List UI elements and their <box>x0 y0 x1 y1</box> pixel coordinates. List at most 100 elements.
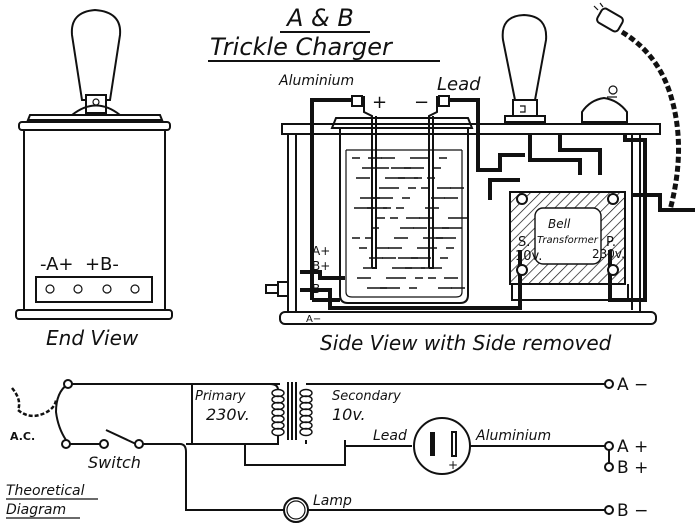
wire-b-minus <box>300 250 522 310</box>
electrolyte <box>352 157 468 289</box>
side-terminal-screw <box>265 284 279 294</box>
switch-contact-1 <box>99 439 109 449</box>
transformer-stand <box>511 284 629 301</box>
wire-lamp-2 <box>558 134 602 175</box>
secondary-coil-icon <box>299 388 313 437</box>
jar-inner <box>345 150 463 298</box>
terminal-b-minus <box>130 284 140 294</box>
wire-lamp-1 <box>528 134 582 175</box>
title: A & B Trickle Charger <box>208 4 440 62</box>
title-line2: Trickle Charger <box>210 33 394 61</box>
secondary-label: Secondary <box>332 389 401 404</box>
switch-dome-icon <box>581 96 628 123</box>
cell-lead-plate <box>430 432 435 456</box>
wire-lead <box>449 98 525 172</box>
wire-cord-exit <box>632 193 695 212</box>
transformer-terminal-bl <box>516 264 528 276</box>
switch-knob <box>608 85 618 95</box>
side-lamp-bulb-icon <box>501 13 548 101</box>
output-a-minus-label: A − <box>617 375 648 395</box>
twisted-mains-cord <box>620 29 682 211</box>
switch-contact-2 <box>134 439 144 449</box>
ac-lead-split <box>54 383 69 441</box>
lamp-icon-inner <box>286 500 306 520</box>
end-view-caption: End View <box>46 326 139 350</box>
electrode-minus-sign: − <box>414 92 429 113</box>
transformer-terminal-tr <box>607 193 619 205</box>
cell-plus-sign: + <box>448 458 458 472</box>
wire-b-plus <box>300 270 345 280</box>
ac-label: A.C. <box>10 430 35 443</box>
end-view-lid-top <box>26 114 164 121</box>
output-a-minus-terminal <box>604 379 614 389</box>
wire-mains <box>608 134 647 302</box>
electrode-plus-sign: + <box>372 92 387 113</box>
transformer-name-2: Transformer <box>537 235 599 246</box>
electrolytic-cell-icon <box>413 417 471 475</box>
ac-flex-icon <box>11 387 58 418</box>
terminal-a-minus <box>45 284 55 294</box>
primary-coil-icon <box>271 388 285 437</box>
theoretical-caption-2: Diagram <box>6 502 66 518</box>
electrode-right-label: Lead <box>437 74 481 95</box>
switch-label: Switch <box>88 453 141 472</box>
switch-blade <box>105 429 137 445</box>
terminal-b-plus <box>102 284 112 294</box>
coil-turn <box>271 427 285 437</box>
output-b-plus-label: B + <box>617 458 648 478</box>
mains-plug-icon <box>593 2 624 33</box>
output-b-minus-terminal <box>604 505 614 515</box>
end-view-lid <box>18 121 171 131</box>
secondary-volts: 10v. <box>332 405 366 424</box>
wire-aluminium <box>310 98 352 300</box>
side-lamp-filament-clip <box>520 105 526 113</box>
wire-switch-to-lamp <box>143 443 280 511</box>
side-view-caption: Side View with Side removed <box>320 331 612 355</box>
primary-label: Primary <box>195 389 246 404</box>
side-terminal-post <box>277 281 289 297</box>
lead-terminal-nut <box>438 95 450 107</box>
aluminium-terminal-nut <box>351 95 363 107</box>
aluminium-electrode-edge <box>372 116 377 269</box>
ac-node-top <box>63 379 73 389</box>
transformer-terminal-br <box>607 264 619 276</box>
wire-secondary <box>488 178 520 200</box>
transformer-terminal-tl <box>516 193 528 205</box>
output-a-plus-terminal <box>604 441 614 451</box>
side-view-base <box>279 311 657 325</box>
bell-transformer: Bell Transformer S. 10v. P. 230v. <box>509 191 629 301</box>
cell-aluminium-plate <box>451 431 457 457</box>
side-lamp-base <box>504 115 546 123</box>
transformer-name-1: Bell <box>548 217 571 231</box>
end-view: -A+ +B- End View <box>15 8 173 350</box>
cell-aluminium-label: Aluminium <box>475 428 551 444</box>
lamp-bulb-icon <box>70 8 122 101</box>
terminal-strip <box>35 276 153 303</box>
transformer-secondary-volts: 10v. <box>515 249 542 264</box>
transformer-secondary-label: S. <box>518 235 530 250</box>
primary-volts: 230v. <box>206 405 250 424</box>
lead-electrode <box>428 96 438 268</box>
lead-electrode-edge <box>429 116 434 269</box>
transformer-nameplate <box>534 207 602 265</box>
glass-jar <box>339 128 469 304</box>
theoretical-diagram: A.C. Switch Primary 230v. Secondary 10v.… <box>6 375 648 523</box>
end-view-terminal-label: -A+ +B- <box>40 254 119 275</box>
output-b-plus-terminal <box>604 462 614 472</box>
theoretical-caption-1: Theoretical <box>6 483 85 499</box>
lamp-label: Lamp <box>313 493 352 509</box>
side-terminal-b-minus: B− <box>312 282 330 296</box>
aluminium-electrode <box>363 96 373 268</box>
side-terminal-b-plus: B+ <box>312 259 330 273</box>
lamp-socket <box>85 94 107 114</box>
wire-secondary-loop <box>244 440 346 466</box>
title-line1: A & B <box>285 4 354 32</box>
wire-primary-return <box>186 384 193 445</box>
jar-lid <box>330 117 474 129</box>
lamp-base <box>71 104 121 116</box>
terminal-a-plus <box>73 284 83 294</box>
side-terminal-a-minus: A− <box>306 314 321 325</box>
ac-node-bottom <box>61 439 71 449</box>
output-b-minus-label: B − <box>617 501 648 521</box>
